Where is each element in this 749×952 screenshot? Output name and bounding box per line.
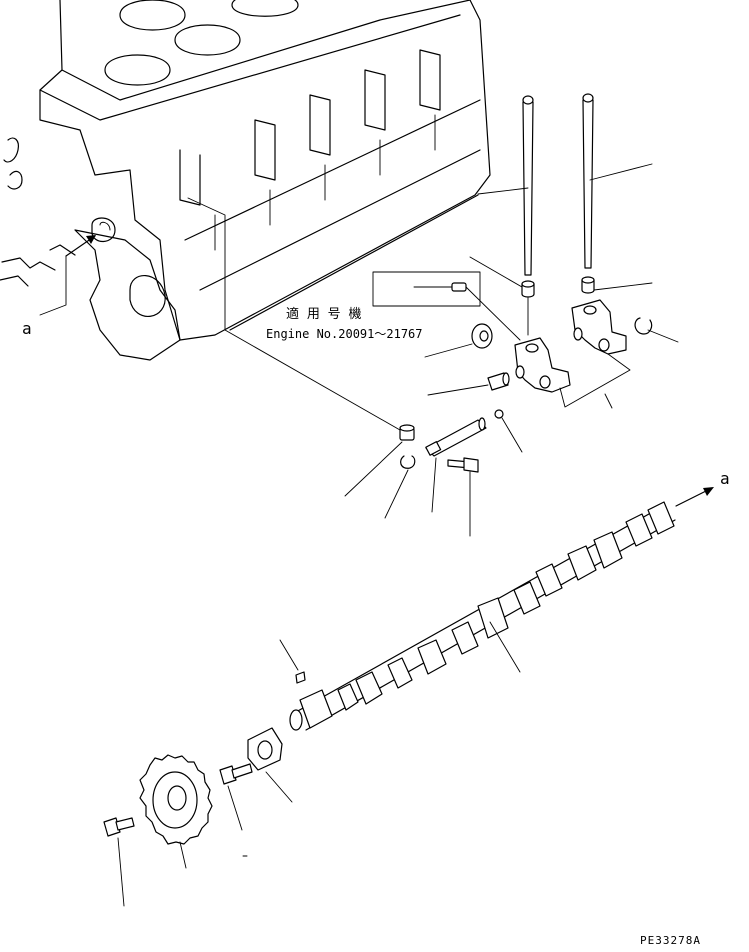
cam-gear [139, 754, 213, 869]
rocker-arm-1 [514, 337, 571, 393]
shaft-bolt [447, 457, 479, 537]
leader-rocker-arm-group [559, 353, 631, 409]
applicability-note [372, 271, 521, 341]
valve-cap-1 [521, 280, 535, 298]
rocker-arm-2 [571, 299, 627, 355]
thrust-plate-bolt [219, 763, 253, 831]
reference-arrow-a-left [39, 235, 96, 316]
valve-cap-2 [581, 276, 595, 294]
leader-valve-cap-2 [593, 282, 653, 291]
plug [344, 424, 415, 497]
snap-ring-left [384, 455, 416, 519]
gear-bolt [103, 817, 135, 907]
leader-valve-cap [469, 256, 523, 288]
bushing [427, 372, 510, 396]
callout-letter-a-left: a [22, 319, 32, 338]
woodruff-key [279, 639, 306, 684]
cylinder-block [0, 0, 491, 361]
figure-code: PE33278A [640, 934, 701, 947]
leader-push-rod-2 [589, 163, 653, 181]
reference-arrow-a-right [675, 487, 714, 507]
applicability-engine-range: Engine No.20091～21767 [266, 327, 423, 341]
steel-ball [494, 409, 523, 453]
rocker-shaft [425, 417, 487, 513]
snap-ring-right [634, 317, 679, 343]
leader-push-rod-1 [477, 187, 529, 195]
oil-passage-leader [187, 197, 401, 431]
push-rod-2 [582, 93, 594, 269]
thrust-plate [247, 727, 293, 803]
thrust-washer [424, 323, 493, 358]
callout-letter-a-right: a [720, 469, 730, 488]
applicability-heading: 適 用 号 機 [286, 306, 361, 322]
camshaft [289, 501, 676, 731]
push-rod-1 [522, 95, 534, 276]
